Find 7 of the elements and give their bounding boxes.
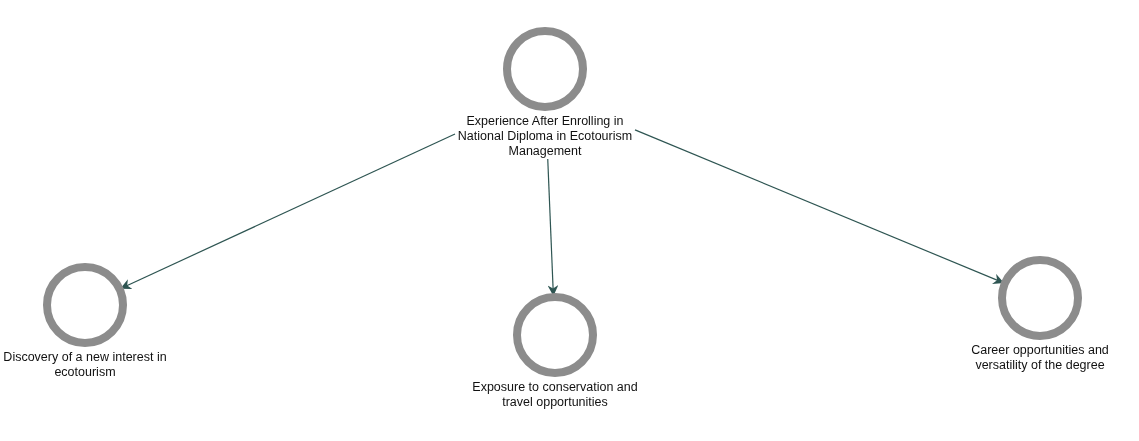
node-label: Career opportunities and versatility of the degree bbox=[970, 343, 1110, 373]
node-label: Discovery of a new interest in ecotourism bbox=[2, 350, 168, 380]
concept-node bbox=[455, 26, 635, 159]
node-label: Exposure to conservation and travel opportunities bbox=[471, 380, 639, 410]
node-label: Experience After Enrolling in National Diploma in Ecotourism Management bbox=[456, 114, 634, 159]
concept-node bbox=[470, 292, 640, 410]
arrow bbox=[120, 133, 456, 290]
